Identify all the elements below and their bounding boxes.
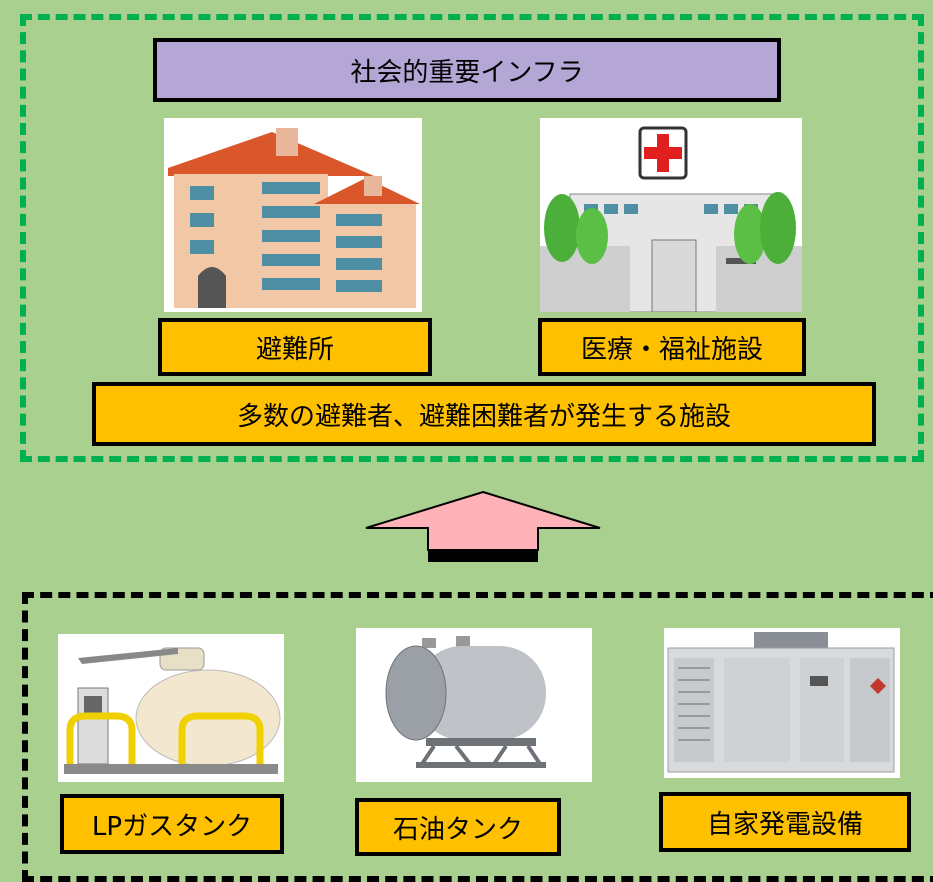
lp-gas-tank-label: LPガスタンク [60, 794, 284, 854]
generator-icon [664, 628, 900, 778]
oil-tank-label: 石油タンク [355, 798, 561, 856]
critical-infrastructure-title: 社会的重要インフラ [153, 38, 781, 102]
critical-infrastructure-group [20, 14, 924, 462]
shelter-label: 避難所 [158, 318, 432, 376]
hospital-icon [540, 118, 802, 312]
medical-welfare-facility-label: 医療・福祉施設 [538, 318, 806, 376]
lp-gas-tank-icon [58, 634, 284, 782]
shelter-building-icon [164, 118, 422, 312]
oil-tank-icon [356, 628, 592, 782]
private-power-generation-label: 自家発電設備 [659, 792, 911, 852]
evacuee-facility-summary: 多数の避難者、避難困難者が発生する施設 [92, 382, 876, 446]
up-arrow-icon [365, 490, 601, 562]
